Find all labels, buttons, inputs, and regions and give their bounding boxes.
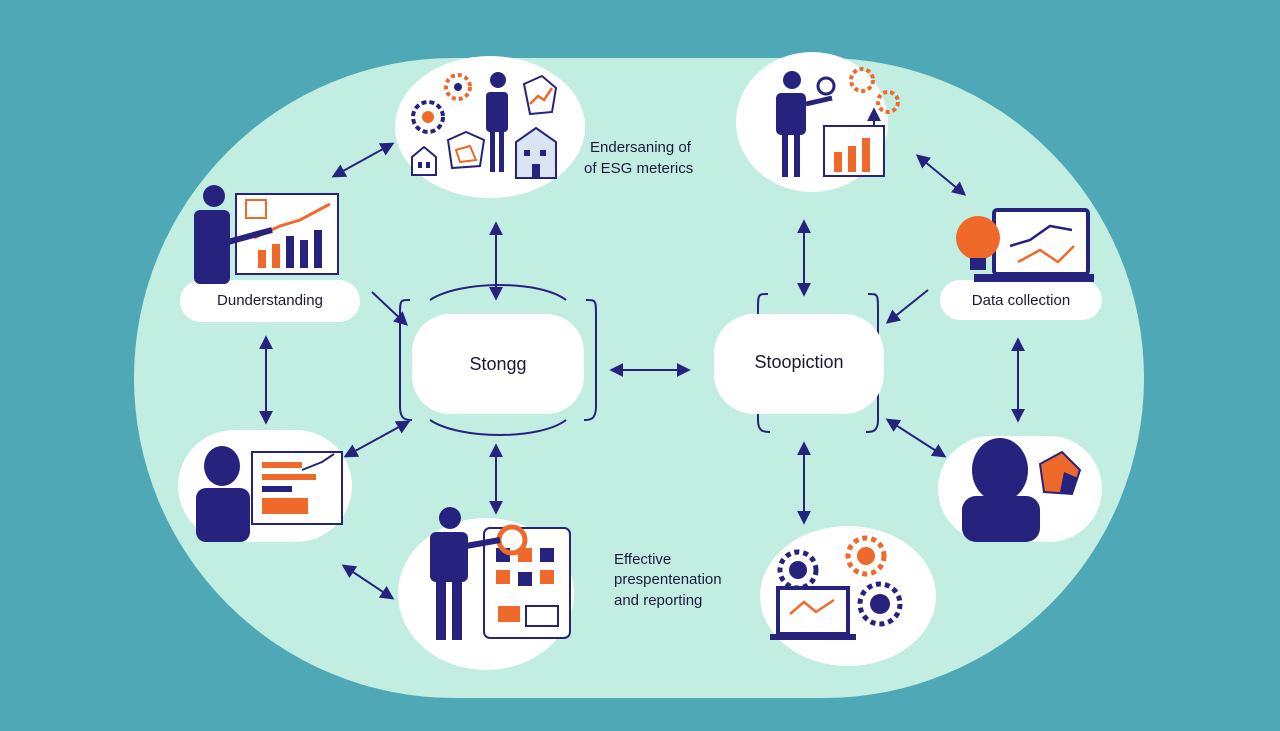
arrow: [885, 289, 929, 324]
node-bottom-right-gears: [760, 526, 936, 666]
connector-arrows: [259, 142, 1025, 600]
person-icon: [962, 438, 1040, 542]
node-bottom-left: [178, 430, 352, 542]
node-esg-metrics: [395, 56, 585, 198]
laptop-icon: [770, 586, 856, 640]
node-data-collection: [940, 208, 1102, 320]
gear-icon: [876, 90, 900, 114]
person-icon: [196, 446, 250, 542]
arrow: [915, 154, 967, 196]
chart-icon: [823, 107, 885, 177]
presentation-board-icon: [251, 451, 343, 525]
person-icon: [486, 72, 508, 172]
house-icon: [411, 145, 437, 176]
gear-icon: [849, 67, 875, 93]
node-top-right: [736, 52, 900, 192]
label-esg-line2: of ESG meterics: [584, 160, 694, 177]
node-bottom-right-person: [938, 436, 1102, 542]
hub-left: [399, 284, 597, 436]
arrow: [343, 420, 411, 458]
gear-icon: [845, 535, 887, 577]
gear-icon: [857, 581, 903, 627]
label-understanding: Dunderstanding: [217, 292, 323, 309]
gear-icon: [444, 73, 472, 101]
label-esg-line1: Endersaning of: [590, 139, 691, 156]
node-bottom-center: [398, 507, 574, 670]
gear-icon: [411, 100, 445, 134]
arrow: [371, 291, 409, 326]
house-icon: [515, 126, 557, 179]
label-effective-line2: prespentenation: [614, 571, 722, 588]
label-data-collection: Data collection: [971, 292, 1071, 309]
chart-icon: [522, 74, 558, 116]
hub-left-label: Stongg: [469, 354, 527, 374]
node-understanding: [180, 185, 360, 322]
chart-icon: [446, 130, 486, 170]
presentation-board-icon: [483, 524, 571, 639]
lightbulb-icon: [956, 216, 1000, 270]
person-icon: [430, 507, 501, 640]
gear-icon: [816, 76, 836, 96]
hub-right: [714, 293, 884, 433]
arrow: [341, 564, 395, 600]
person-icon: [776, 71, 833, 177]
label-effective-line3: and reporting: [614, 592, 703, 609]
arrow: [331, 142, 395, 178]
hub-right-label: Stoopiction: [754, 352, 844, 372]
arrow: [885, 418, 947, 458]
label-effective-line1: Effective: [614, 551, 672, 568]
chart-icon: [1038, 450, 1082, 496]
person-icon: [194, 185, 273, 284]
